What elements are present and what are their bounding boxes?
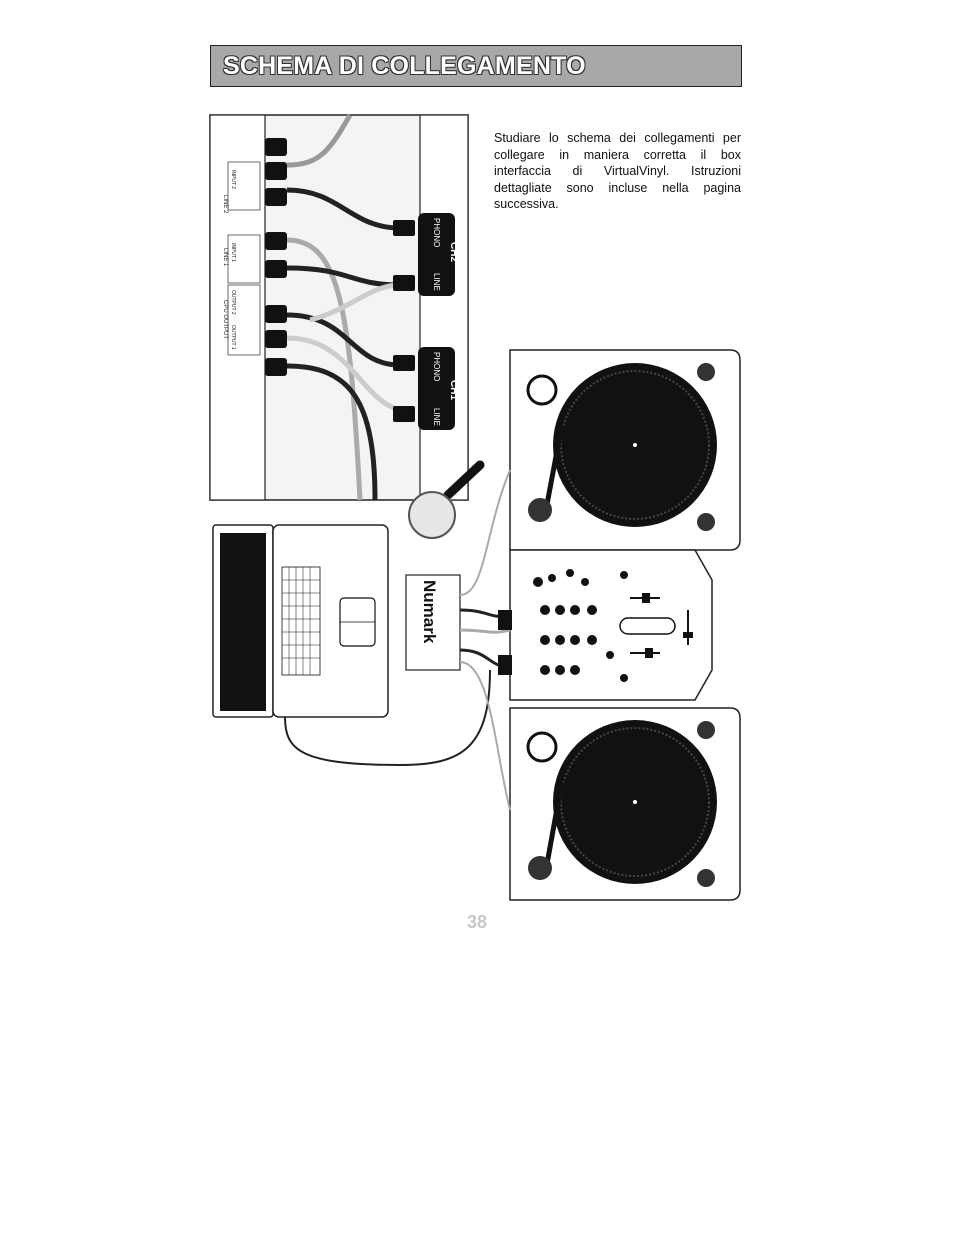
label-ch2: CH2 xyxy=(448,242,459,262)
interface-box: Numark xyxy=(405,574,461,671)
label-line1: LINE 1 xyxy=(222,248,228,267)
page-number: 38 xyxy=(466,912,488,932)
turntable-bottom xyxy=(509,707,741,901)
label-ch2-phono: PHONO xyxy=(432,218,441,247)
page-title: SCHEMA DI COLLEGAMENTO xyxy=(223,52,586,80)
connection-diagram: LINE 2 LINE 1 CPU OUTPUT INPUT 2 INPUT 1… xyxy=(209,113,741,901)
laptop xyxy=(212,524,389,718)
brand-logo: Numark xyxy=(420,580,439,644)
label-cpu-output: CPU OUTPUT xyxy=(222,300,228,339)
label-output2: OUTPUT 2 xyxy=(230,290,236,315)
magnifier-icon xyxy=(408,460,485,539)
label-input2: INPUT 2 xyxy=(230,170,236,189)
label-ch2-line: LINE xyxy=(432,273,441,291)
turntable-top xyxy=(509,349,741,551)
main-cables xyxy=(284,469,512,811)
label-ch1: CH1 xyxy=(448,380,459,400)
title-bar: SCHEMA DI COLLEGAMENTO xyxy=(210,45,742,87)
label-line2: LINE 2 xyxy=(222,195,228,214)
intro-text: Studiare lo schema dei collegamenti per … xyxy=(494,131,741,211)
label-ch1-line: LINE xyxy=(432,408,441,426)
mixer xyxy=(509,549,713,701)
zoom-inset: LINE 2 LINE 1 CPU OUTPUT INPUT 2 INPUT 1… xyxy=(209,113,469,501)
label-input1: INPUT 1 xyxy=(230,243,236,262)
label-output1: OUTPUT 1 xyxy=(230,325,236,350)
label-ch1-phono: PHONO xyxy=(432,352,441,381)
